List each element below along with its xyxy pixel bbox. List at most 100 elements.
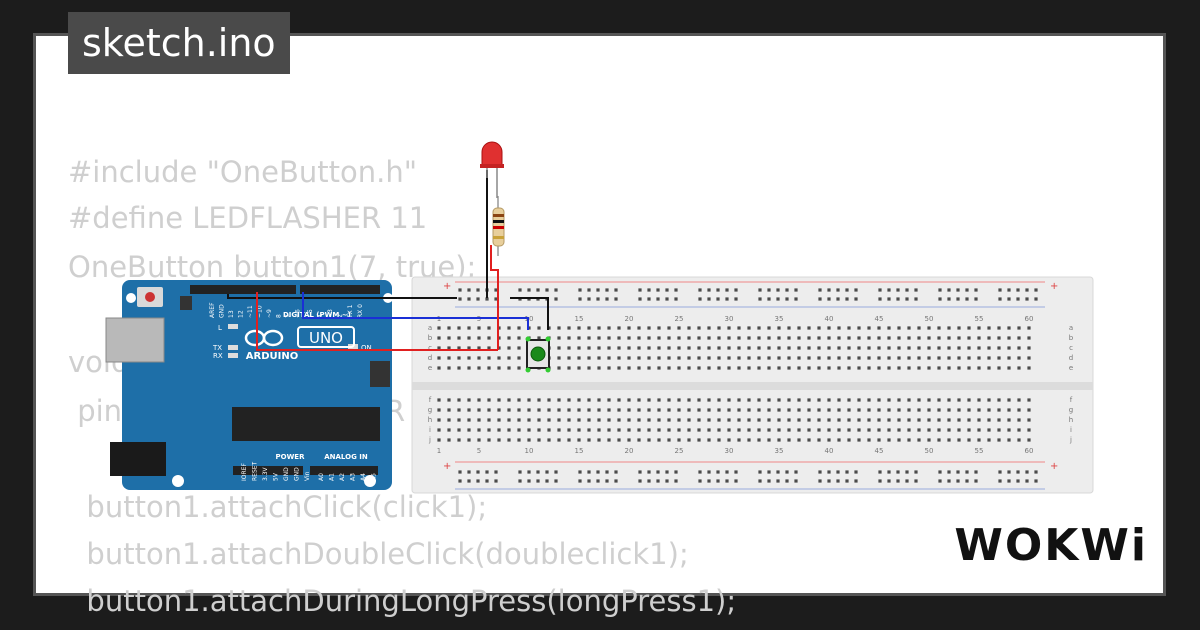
breadboard-hole bbox=[877, 428, 881, 432]
breadboard-hole bbox=[947, 428, 951, 432]
breadboard-hole bbox=[907, 326, 911, 330]
breadboard-hole bbox=[967, 438, 971, 442]
breadboard-hole bbox=[887, 398, 891, 402]
breadboard-hole bbox=[758, 479, 762, 483]
breadboard-hole bbox=[757, 326, 761, 330]
breadboard-label: b bbox=[1069, 334, 1074, 342]
breadboard-hole bbox=[1007, 418, 1011, 422]
code-line: button1.attachDuringLongPress(longPress1… bbox=[68, 584, 737, 618]
breadboard-hole bbox=[518, 479, 522, 483]
breadboard-hole bbox=[457, 326, 461, 330]
breadboard-hole bbox=[447, 398, 451, 402]
breadboard-hole bbox=[977, 418, 981, 422]
breadboard-label: 55 bbox=[975, 315, 984, 323]
code-line: button1.attachClick(click1); bbox=[68, 490, 488, 524]
breadboard-hole bbox=[637, 326, 641, 330]
breadboard-hole bbox=[947, 408, 951, 412]
breadboard-hole bbox=[545, 288, 549, 292]
breadboard-hole bbox=[647, 470, 651, 474]
breadboard-hole bbox=[725, 479, 729, 483]
breadboard-hole bbox=[794, 470, 798, 474]
breadboard-hole bbox=[727, 326, 731, 330]
breadboard-hole bbox=[527, 288, 531, 292]
breadboard-hole bbox=[687, 438, 691, 442]
breadboard-hole bbox=[637, 418, 641, 422]
breadboard-hole bbox=[837, 438, 841, 442]
pin-label: ~11 bbox=[247, 305, 254, 318]
breadboard-hole bbox=[527, 479, 531, 483]
wires bbox=[227, 170, 549, 351]
pushbutton-pin bbox=[545, 367, 551, 373]
breadboard-hole bbox=[597, 326, 601, 330]
breadboard-hole bbox=[987, 336, 991, 340]
breadboard-hole bbox=[667, 336, 671, 340]
breadboard-hole bbox=[887, 408, 891, 412]
breadboard-hole bbox=[698, 470, 702, 474]
breadboard-hole bbox=[485, 297, 489, 301]
led-red bbox=[480, 141, 504, 198]
pin-label: A3 bbox=[350, 473, 357, 481]
breadboard-label: e bbox=[1069, 364, 1073, 372]
breadboard-hole bbox=[437, 418, 441, 422]
breadboard-hole bbox=[477, 356, 481, 360]
pin-label: RESET bbox=[252, 461, 259, 481]
breadboard-hole bbox=[567, 438, 571, 442]
breadboard-hole bbox=[527, 408, 531, 412]
breadboard-hole bbox=[567, 346, 571, 350]
breadboard-hole bbox=[578, 470, 582, 474]
breadboard-hole bbox=[614, 470, 618, 474]
breadboard-hole bbox=[907, 428, 911, 432]
breadboard-hole bbox=[1016, 470, 1020, 474]
breadboard-hole bbox=[965, 479, 969, 483]
breadboard-hole bbox=[837, 408, 841, 412]
breadboard-hole bbox=[967, 336, 971, 340]
breadboard-hole bbox=[657, 418, 661, 422]
breadboard-hole bbox=[707, 346, 711, 350]
breadboard-hole bbox=[997, 356, 1001, 360]
breadboard-hole bbox=[687, 336, 691, 340]
breadboard-hole bbox=[667, 356, 671, 360]
breadboard-hole bbox=[818, 297, 822, 301]
breadboard-hole bbox=[697, 366, 701, 370]
breadboard-hole bbox=[467, 326, 471, 330]
breadboard-hole bbox=[1027, 366, 1031, 370]
breadboard-hole bbox=[847, 398, 851, 402]
breadboard-hole bbox=[737, 418, 741, 422]
breadboard-hole bbox=[485, 479, 489, 483]
breadboard-hole bbox=[974, 288, 978, 292]
breadboard-hole bbox=[447, 336, 451, 340]
breadboard-hole bbox=[537, 336, 541, 340]
breadboard-label: 50 bbox=[925, 315, 934, 323]
breadboard-hole bbox=[827, 479, 831, 483]
breadboard-hole bbox=[938, 479, 942, 483]
breadboard-hole bbox=[767, 326, 771, 330]
breadboard-hole bbox=[707, 297, 711, 301]
breadboard-hole bbox=[447, 428, 451, 432]
breadboard-hole bbox=[917, 346, 921, 350]
breadboard-hole bbox=[617, 408, 621, 412]
wire-pin11-red bbox=[256, 292, 498, 351]
breadboard-label: 25 bbox=[675, 447, 684, 455]
breadboard-hole bbox=[737, 366, 741, 370]
atmega-chip bbox=[232, 407, 380, 441]
breadboard-hole bbox=[998, 297, 1002, 301]
breadboard-hole bbox=[647, 288, 651, 292]
breadboard-hole bbox=[1007, 470, 1011, 474]
breadboard-hole bbox=[656, 479, 660, 483]
breadboard-hole bbox=[657, 408, 661, 412]
breadboard-hole bbox=[597, 408, 601, 412]
breadboard-hole bbox=[527, 418, 531, 422]
breadboard-hole bbox=[957, 408, 961, 412]
breadboard-hole bbox=[947, 356, 951, 360]
breadboard-hole bbox=[777, 326, 781, 330]
breadboard-hole bbox=[597, 438, 601, 442]
breadboard-hole bbox=[1007, 428, 1011, 432]
breadboard-hole bbox=[494, 297, 498, 301]
breadboard-hole bbox=[614, 479, 618, 483]
breadboard-hole bbox=[657, 428, 661, 432]
breadboard-hole bbox=[767, 408, 771, 412]
breadboard-hole bbox=[596, 288, 600, 292]
breadboard-hole bbox=[687, 428, 691, 432]
breadboard-hole bbox=[987, 418, 991, 422]
pushbutton-pin bbox=[525, 336, 531, 342]
